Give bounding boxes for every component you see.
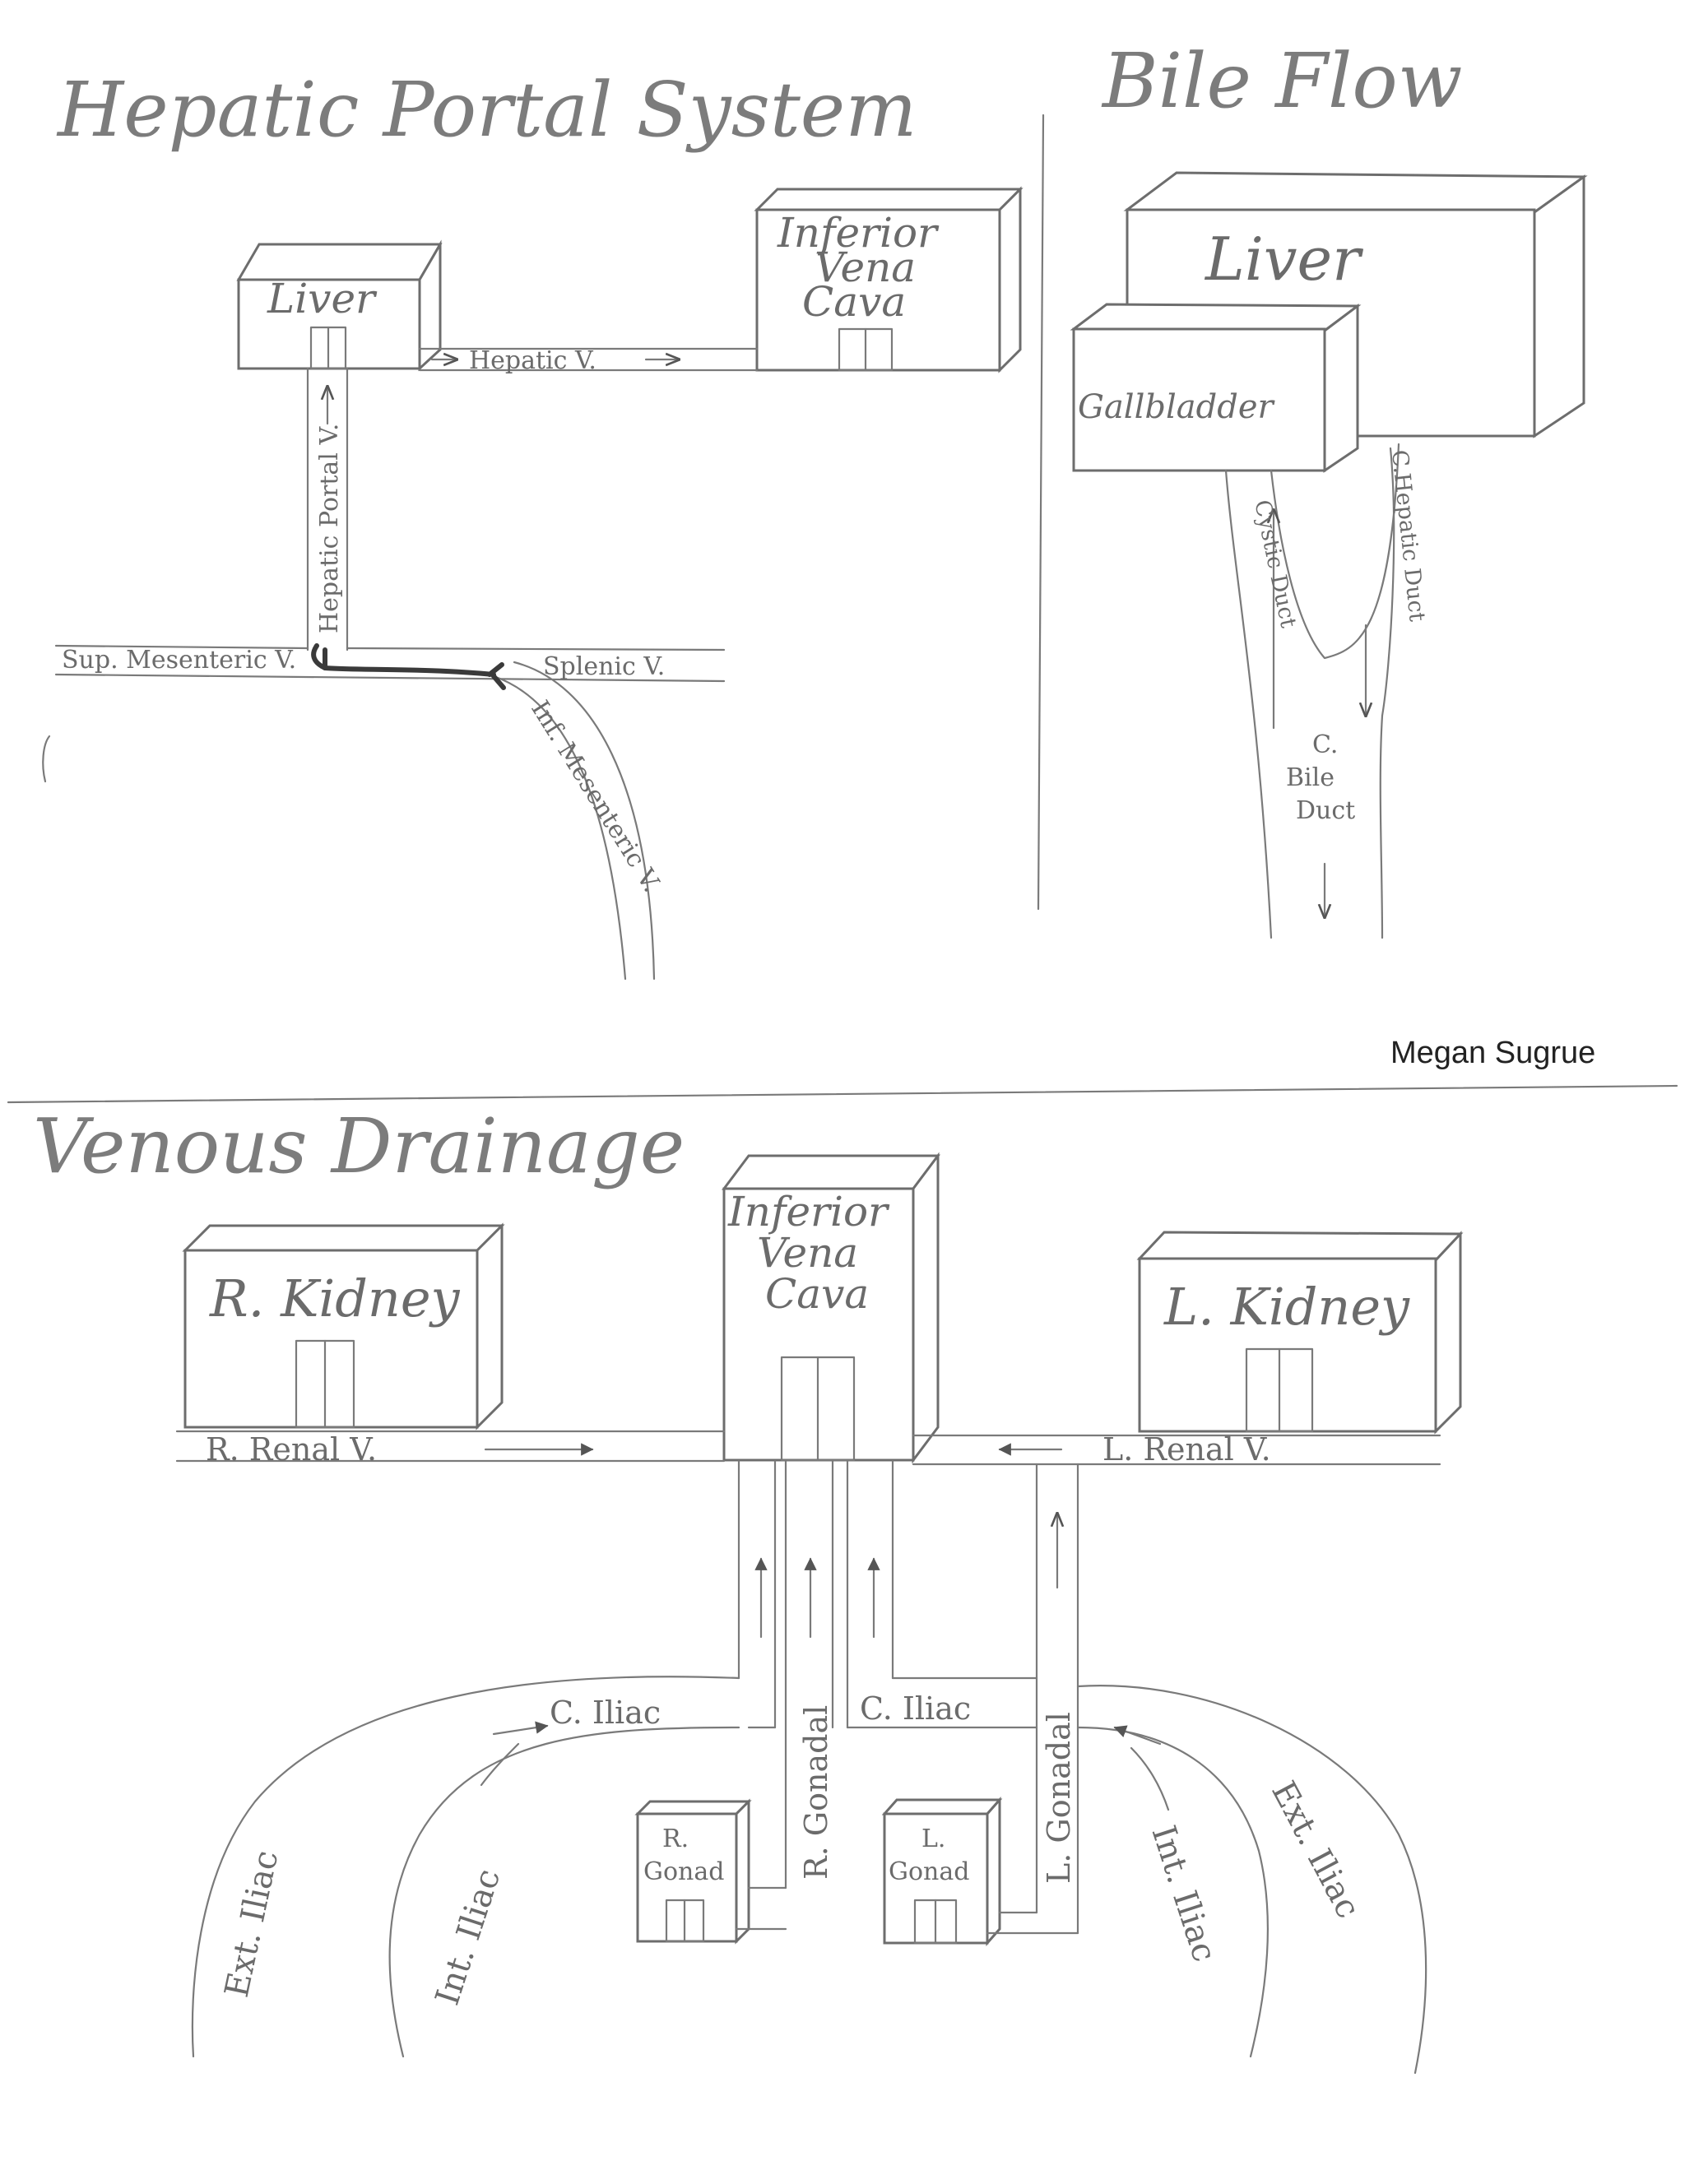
vd-ivc-label-3: Cava [765, 1270, 869, 1318]
vd-l-gonad-box: L. Gonad [881, 1797, 1079, 1946]
vd-int-iliac-left-label: Int. Iliac [429, 1865, 508, 2010]
venous-drainage-title: Venous Drainage [33, 1102, 685, 1190]
bf-c-bile-duct-label-2: Bile [1286, 763, 1335, 792]
vd-r-gonad-label-1: R. [662, 1825, 689, 1853]
vd-c-iliac-left-label: C. Iliac [550, 1695, 661, 1731]
hepatic-portal-section: Hepatic Portal System Liver Inferior Ven… [42, 66, 1024, 981]
bf-gallbladder-box: Gallbladder [1070, 303, 1362, 473]
bile-flow-title: Bile Flow [1101, 37, 1463, 125]
vd-l-gonadal-label: L. Gonadal [1041, 1712, 1077, 1884]
hp-liver-box: Liver [236, 239, 443, 372]
bf-gallbladder-label: Gallbladder [1078, 388, 1276, 426]
hepatic-portal-title: Hepatic Portal System [56, 66, 917, 154]
vd-r-kidney-box: R. Kidney [182, 1222, 505, 1430]
vd-c-iliac-right-label: C. Iliac [860, 1690, 971, 1727]
vd-r-renal-label: R. Renal V. [206, 1431, 377, 1468]
vertical-divider [1037, 114, 1045, 911]
vd-r-gonad-label-2: Gonad [643, 1857, 724, 1886]
hp-ivc-label-3: Cava [802, 278, 906, 326]
hp-inf-mesenteric: Inf. Mesenteric V. [42, 661, 666, 981]
vd-r-kidney-label: R. Kidney [209, 1268, 461, 1328]
hp-ivc-label-2: Vena [815, 243, 916, 291]
hp-mesenteric-splenic: Sup. Mesenteric V. Splenic V. [54, 643, 726, 683]
bf-c-bile-duct-label-3: Duct [1296, 796, 1355, 825]
hp-hepatic-vein: Hepatic V. [418, 346, 759, 375]
horizontal-divider [7, 1084, 1678, 1104]
vd-r-gonad-box: R. Gonad [634, 1798, 787, 1945]
hp-portal-v-label: Hepatic Portal V. [315, 424, 344, 633]
vd-l-gonad-label-2: Gonad [889, 1857, 969, 1886]
bf-c-bile-duct-label-1: C. [1312, 730, 1338, 759]
vd-l-kidney-box: L. Kidney [1136, 1231, 1464, 1435]
vd-ivc-box: Inferior Vena Cava [722, 1152, 940, 1464]
bile-flow-section: Bile Flow Liver Gallbladder Cystic Duct … [1070, 37, 1588, 939]
vd-int-iliac-right-label: Int. Iliac [1144, 1821, 1223, 1967]
hp-splenic-label: Splenic V. [543, 652, 665, 681]
vd-l-gonad-label-1: L. [921, 1825, 945, 1853]
vd-r-gonadal-label: R. Gonadal [798, 1705, 834, 1880]
hp-ivc-label-1: Inferior [777, 209, 940, 257]
hp-hepatic-v-label: Hepatic V. [469, 346, 596, 375]
vd-central-vessels: R. Gonadal L. Gonadal [737, 1459, 1079, 1935]
vd-ext-iliac-left-label: Ext. Iliac [218, 1848, 286, 2001]
vd-l-kidney-label: L. Kidney [1163, 1277, 1410, 1337]
hp-sup-mesenteric-label: Sup. Mesenteric V. [62, 646, 296, 675]
author-name: Megan Sugrue [1390, 1036, 1595, 1070]
vd-ivc-label-1: Inferior [727, 1188, 890, 1236]
bf-liver-label: Liver [1204, 225, 1363, 294]
bf-ducts: Cystic Duct C.Hepatic Duct C. Bile Duct [1224, 443, 1430, 939]
hp-liver-label: Liver [267, 275, 378, 322]
venous-drainage-section: Venous Drainage Inferior Vena Cava R. Ki… [33, 1102, 1464, 2075]
hp-portal-vein: Hepatic Portal V. [306, 367, 349, 651]
vd-left-iliac: C. Iliac Ext. Iliac Int. Iliac [191, 1676, 777, 2058]
vd-renal-veins: R. Renal V. L. Renal V. [175, 1430, 1441, 1468]
vd-ivc-label-2: Vena [757, 1229, 858, 1277]
vd-ext-iliac-right-label: Ext. Iliac [1264, 1775, 1367, 1924]
hp-ivc-box: Inferior Vena Cava [754, 186, 1024, 373]
vd-l-renal-label: L. Renal V. [1102, 1431, 1271, 1468]
bf-cystic-duct-label: Cystic Duct [1249, 498, 1301, 630]
